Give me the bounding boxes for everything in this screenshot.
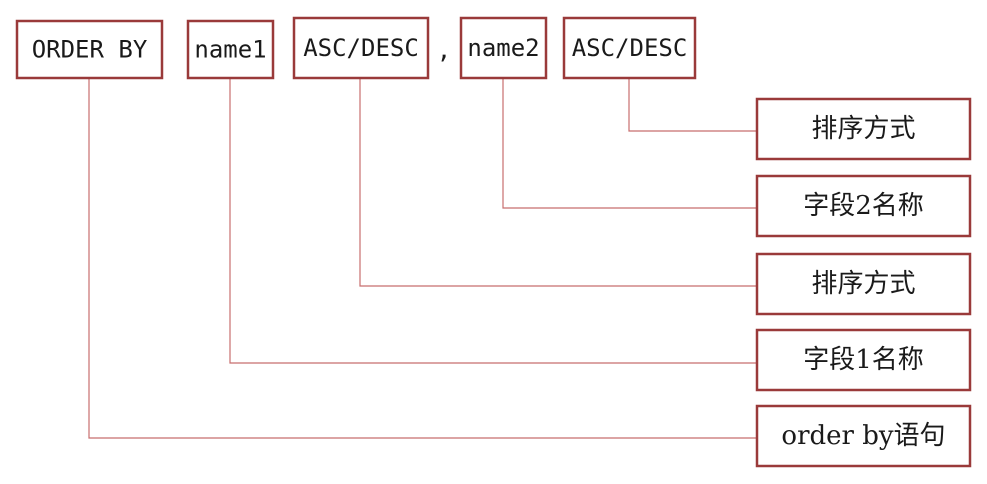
name2-description: 字段2名称 bbox=[803, 191, 924, 221]
order-by-description: order by语句 bbox=[781, 421, 945, 451]
connector-name2 bbox=[502, 78, 757, 209]
name1-text: name1 bbox=[194, 36, 266, 64]
order-by-description-box: order by语句 bbox=[755, 404, 972, 468]
sort2-description-box: 排序方式 bbox=[755, 97, 972, 161]
connector-sort1 bbox=[359, 78, 757, 287]
name2-box: name2 bbox=[459, 16, 548, 80]
sort1-description-box: 排序方式 bbox=[755, 252, 972, 316]
connector-name1 bbox=[229, 78, 757, 364]
sort2-box: ASC/DESC bbox=[562, 16, 697, 80]
sort2-description: 排序方式 bbox=[811, 114, 915, 144]
order-by-keyword-box: ORDER BY bbox=[15, 19, 164, 80]
sort1-box: ASC/DESC bbox=[292, 16, 430, 80]
name1-box: name1 bbox=[186, 19, 275, 80]
name1-description: 字段1名称 bbox=[803, 345, 924, 375]
order-by-keyword: ORDER BY bbox=[32, 36, 148, 64]
connector-sort2 bbox=[628, 78, 757, 132]
sort1-description: 排序方式 bbox=[811, 269, 915, 299]
name2-description-box: 字段2名称 bbox=[755, 174, 972, 238]
name2-text: name2 bbox=[467, 34, 539, 62]
sort2-text: ASC/DESC bbox=[572, 34, 688, 62]
connector-order-by bbox=[88, 78, 757, 439]
comma-separator: , bbox=[437, 36, 451, 64]
sort1-text: ASC/DESC bbox=[303, 34, 419, 62]
name1-description-box: 字段1名称 bbox=[755, 328, 972, 392]
